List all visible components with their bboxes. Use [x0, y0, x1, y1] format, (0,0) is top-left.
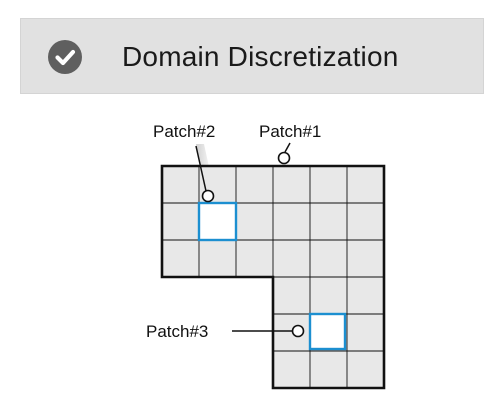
patch-3-label: Patch#3: [146, 322, 208, 341]
header-title: Domain Discretization: [122, 41, 399, 72]
patch-2-label: Patch#2: [153, 122, 215, 141]
patch-2-leader: [195, 145, 207, 192]
patch-1-marker: [277, 151, 291, 165]
patch-3-marker: [291, 324, 305, 338]
patch-2-highlight: [197, 201, 238, 242]
domain-boundary: [160, 164, 386, 390]
patch-3-highlight: [308, 312, 347, 351]
patch-1-label: Patch#1: [259, 122, 321, 141]
check-circle-icon: [48, 40, 82, 74]
patch-2-marker: [201, 189, 215, 203]
patch-1-leader: [284, 142, 291, 153]
header-bar: Domain Discretization: [20, 18, 484, 94]
